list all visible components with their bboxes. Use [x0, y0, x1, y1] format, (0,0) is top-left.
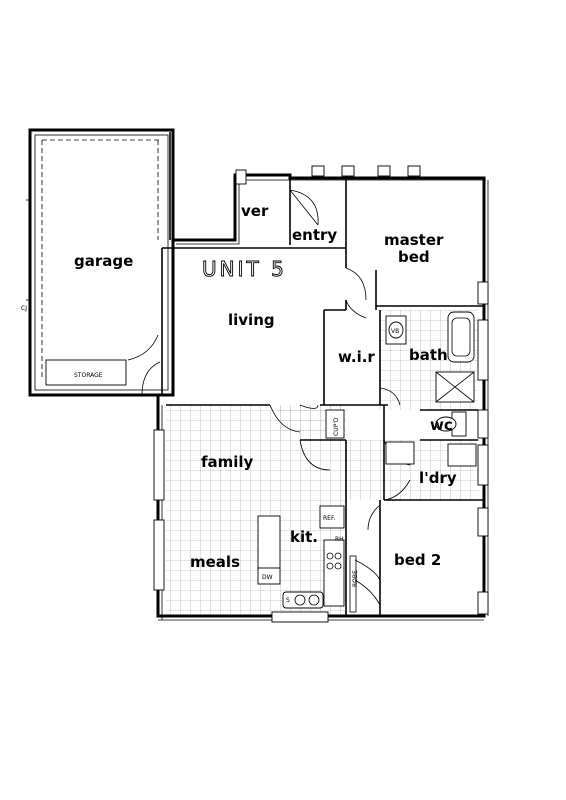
family-label: family	[201, 453, 254, 471]
ver-label: ver	[241, 202, 269, 220]
bed2-label: bed 2	[394, 551, 441, 569]
vanity-basin-label: VB	[391, 328, 399, 335]
interior-walls	[162, 178, 484, 616]
garage-walls	[26, 128, 175, 397]
master-bed-label-line2: bed	[398, 248, 430, 266]
fixture-labels: STORAGE CUP'D REF. DW ROBE VB RH S CJ	[21, 305, 399, 604]
wir-label: w.i.r	[338, 348, 375, 366]
living-label: living	[228, 311, 275, 329]
kitchen-label: kit.	[290, 528, 318, 546]
range-hood-label: RH	[335, 536, 344, 543]
room-labels: garage ver entry master bed UNIT 5 livin…	[74, 202, 457, 571]
unit-title: UNIT 5	[202, 257, 287, 281]
meals-label: meals	[190, 553, 240, 571]
dishwasher-label: DW	[262, 574, 273, 581]
sink-label: S	[286, 597, 290, 604]
master-bed-label-line1: master	[384, 231, 444, 249]
wc-label: wc	[430, 416, 453, 434]
entry-label: entry	[292, 226, 337, 244]
garage-label: garage	[74, 252, 133, 270]
laundry-label: l'dry	[419, 469, 457, 487]
doors	[269, 189, 411, 606]
cj-label: CJ	[21, 305, 27, 312]
cupboard-label: CUP'D	[333, 417, 340, 436]
storage-label: STORAGE	[74, 372, 103, 379]
fridge-label: REF.	[323, 515, 335, 522]
fixtures	[257, 311, 477, 613]
robe-label: ROBE	[352, 570, 359, 587]
bath-label: bath	[409, 346, 448, 364]
